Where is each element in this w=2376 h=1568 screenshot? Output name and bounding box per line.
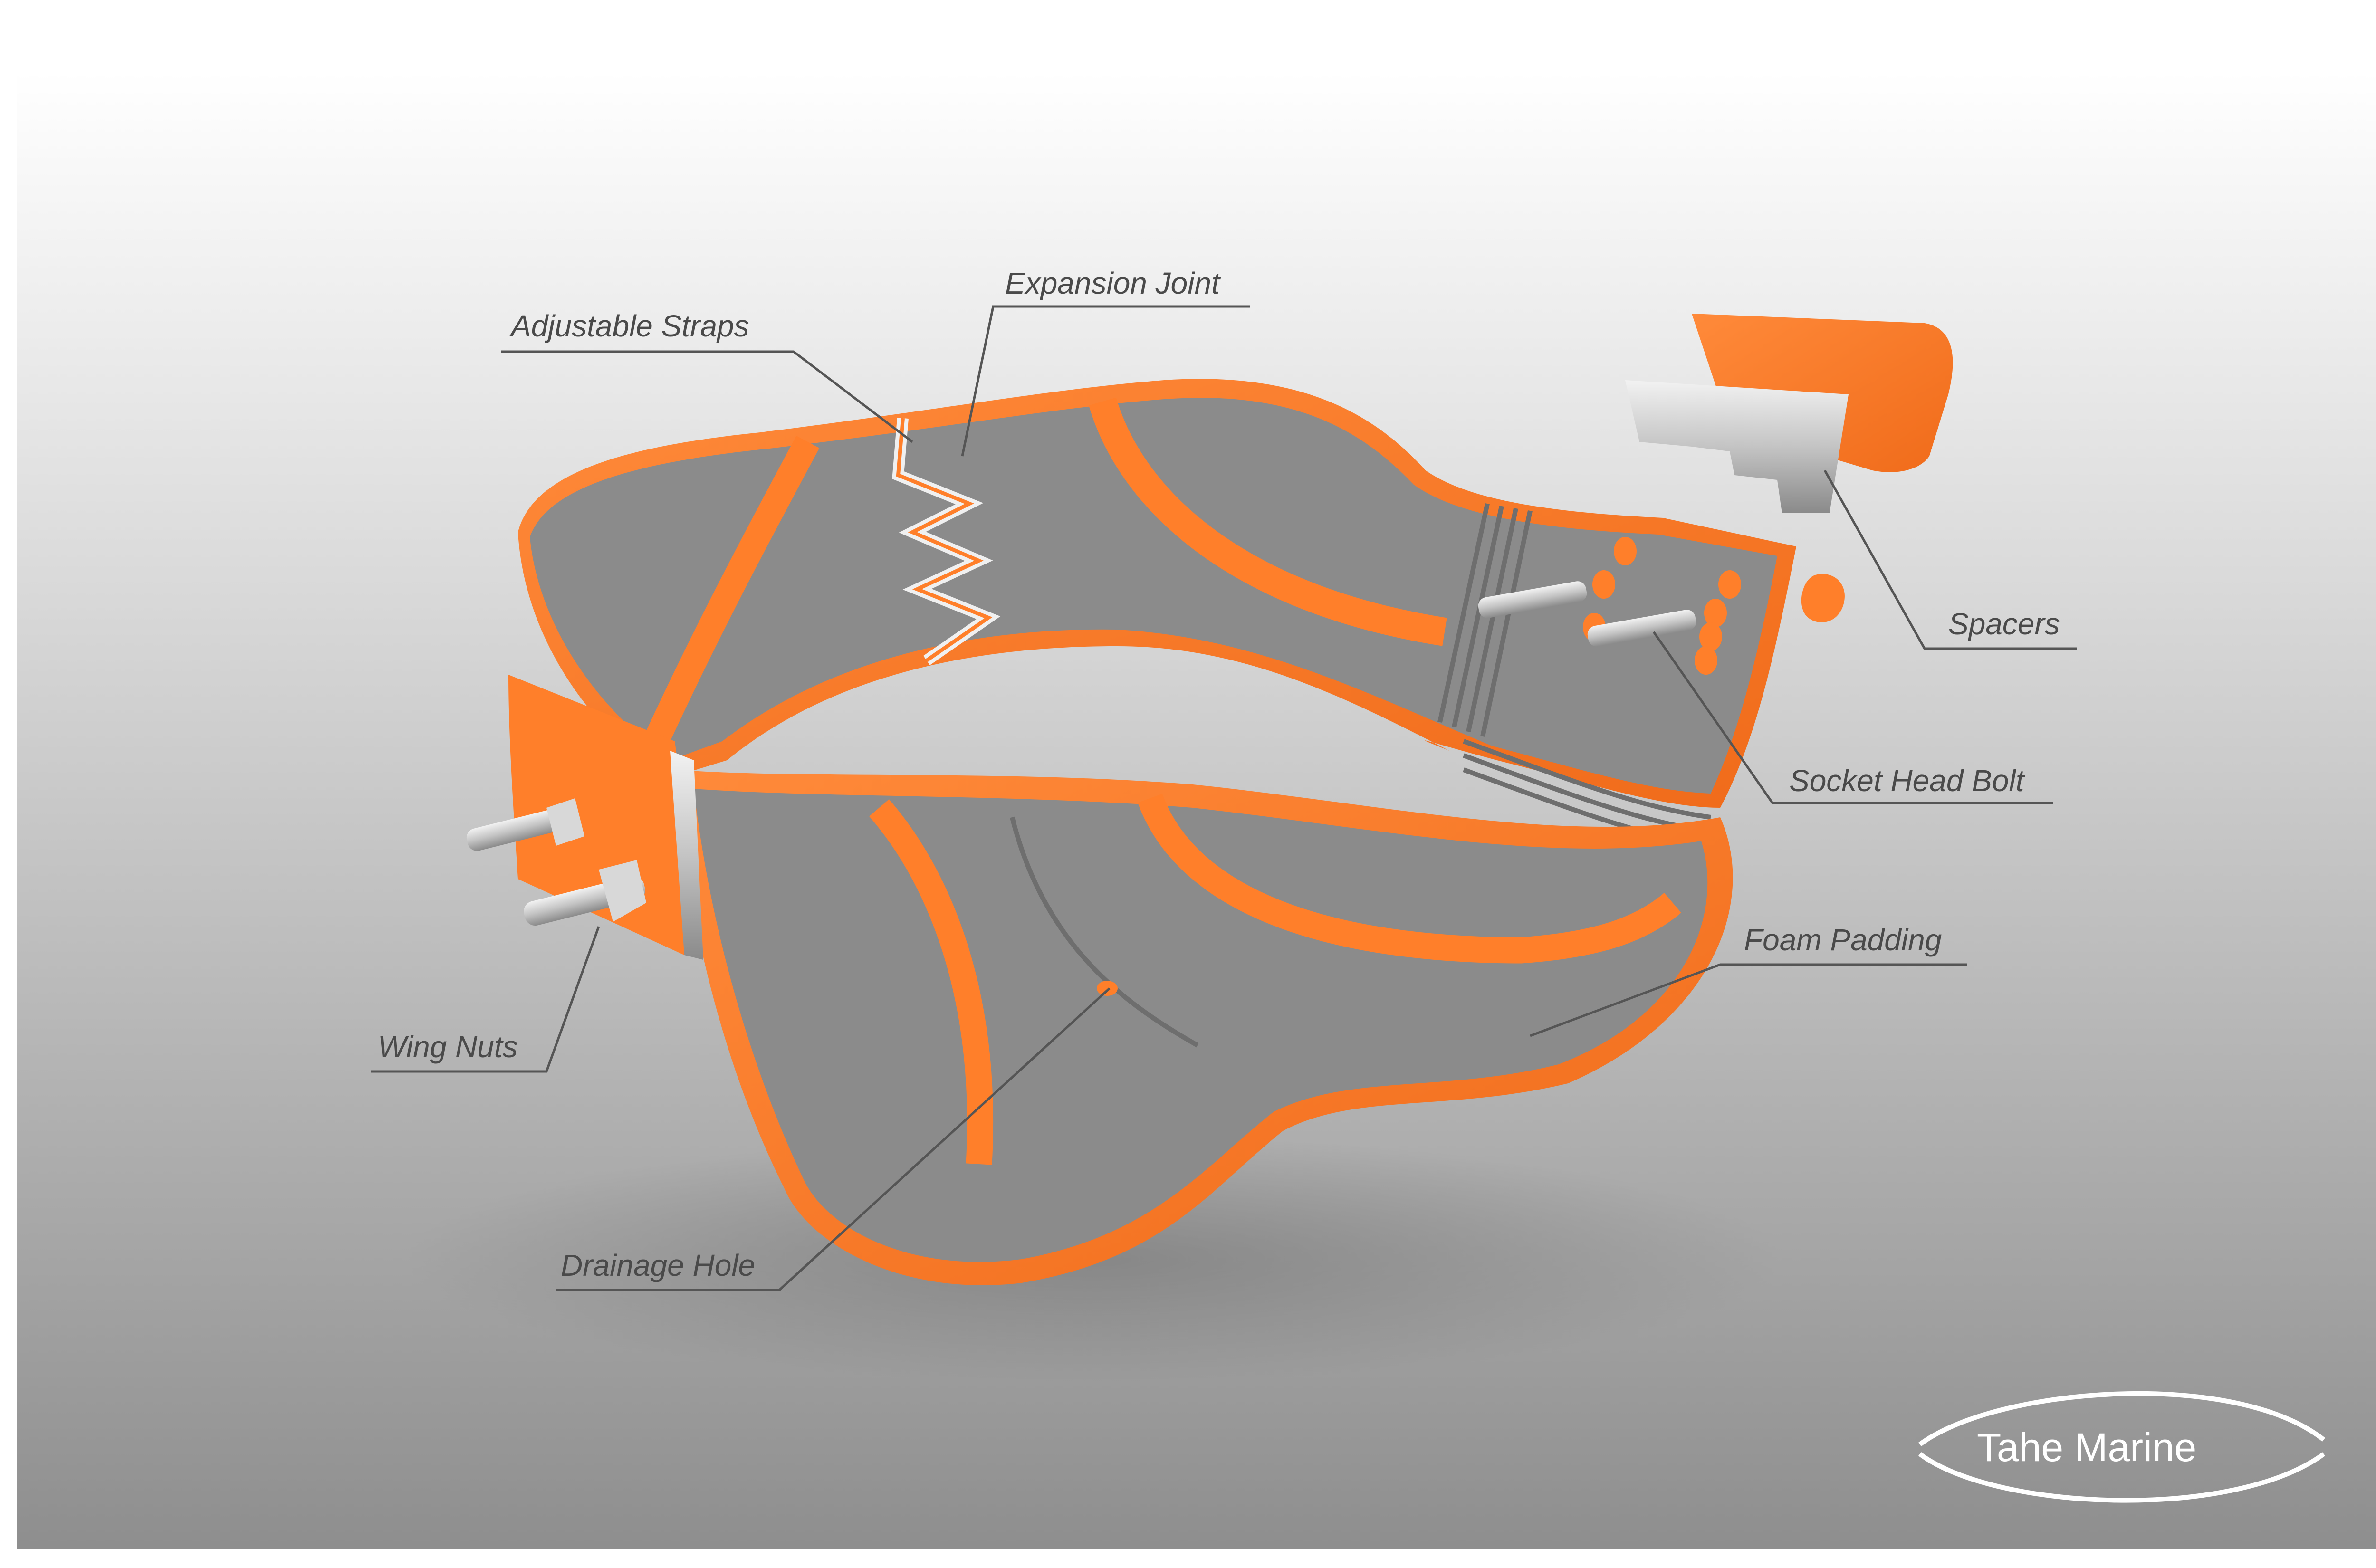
label-expansion-joint: Expansion Joint [1005,266,1221,300]
label-foam-padding: Foam Padding [1744,923,1942,957]
label-socket-head-bolt: Socket Head Bolt [1789,764,2025,798]
drainage-hole-marker [1097,981,1118,996]
logo-text: Tahe Marine [1977,1425,2196,1470]
label-drainage-hole: Drainage Hole [561,1248,755,1282]
label-adjustable-straps: Adjustable Straps [509,309,749,343]
label-spacers: Spacers [1948,607,2060,641]
label-wing-nuts: Wing Nuts [378,1030,518,1064]
